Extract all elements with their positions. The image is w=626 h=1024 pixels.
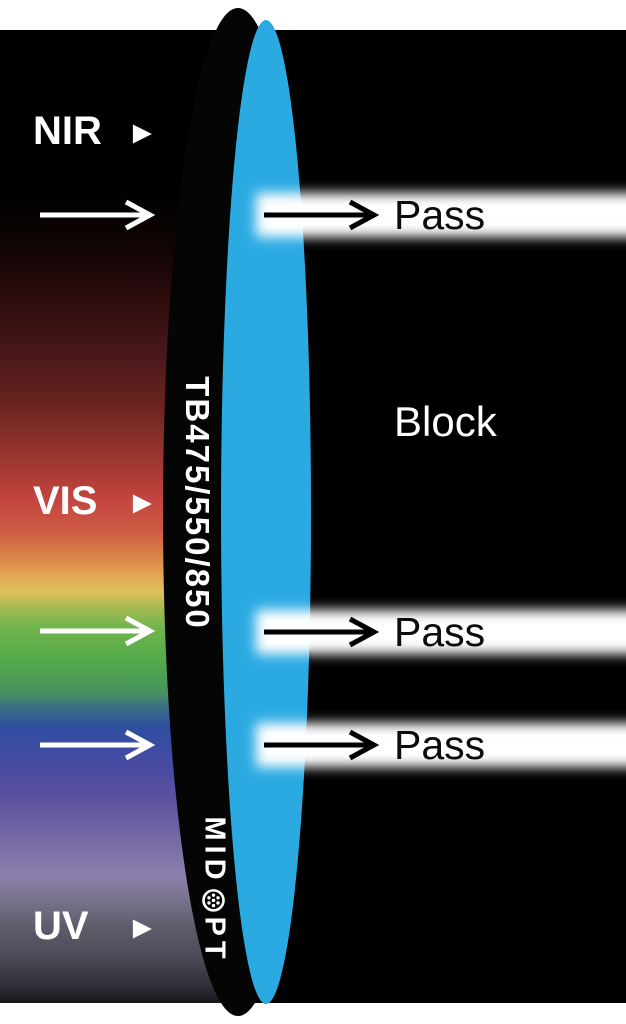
triangle-icon: ▶ — [133, 914, 151, 940]
light-ray-arrow-icon — [40, 729, 156, 761]
spectrum-label-nir: NIR ▶ — [33, 107, 151, 155]
pass-annotation: Pass — [394, 192, 486, 238]
block-annotation: Block — [394, 398, 497, 445]
pass-arrow-icon — [264, 199, 380, 231]
filter-model-label: TB475/550/850 — [179, 376, 216, 630]
pass-annotation: Pass — [394, 722, 486, 768]
light-ray-arrow-icon — [40, 615, 156, 647]
vis-label-text: VIS — [33, 479, 98, 523]
triangle-icon: ▶ — [133, 119, 151, 145]
brand-logo: MID PT — [198, 816, 231, 963]
pass-arrow-icon — [264, 616, 380, 648]
nir-label-text: NIR — [33, 109, 102, 153]
triangle-icon: ▶ — [133, 489, 151, 515]
uv-label-text: UV — [33, 904, 89, 948]
pass-arrow-icon — [264, 729, 380, 761]
spectrum-label-vis: VIS ▶ — [33, 477, 151, 525]
light-ray-arrow-icon — [40, 199, 156, 231]
brand-prefix: MID — [198, 816, 231, 885]
brand-suffix: PT — [198, 916, 231, 964]
spectrum-label-uv: UV ▶ — [33, 902, 151, 950]
midopt-aperture-icon — [202, 889, 226, 912]
pass-annotation: Pass — [394, 609, 486, 655]
